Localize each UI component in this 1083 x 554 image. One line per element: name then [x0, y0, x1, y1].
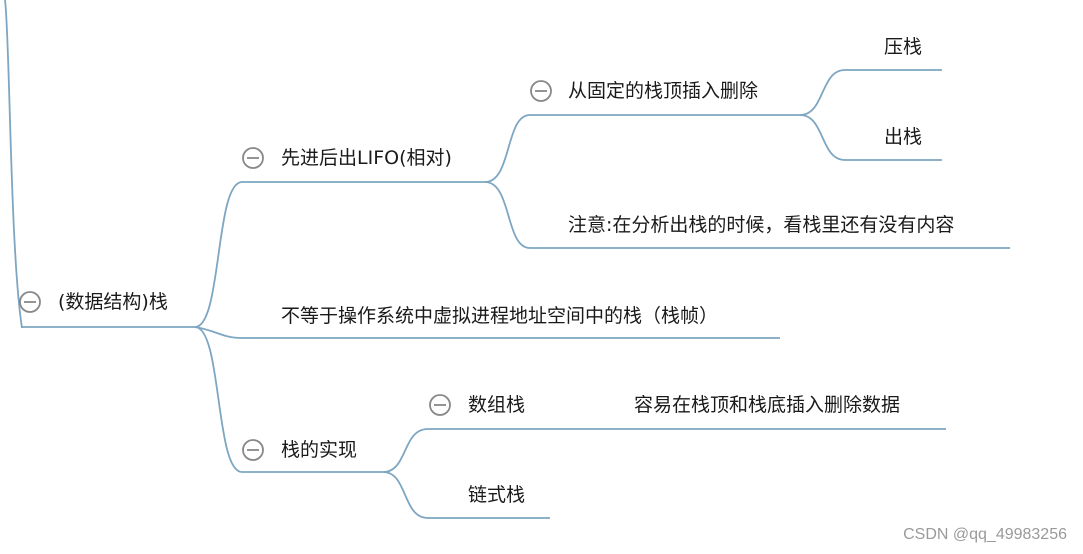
connector-impl-linked [382, 471, 429, 519]
connector-root-impl [194, 326, 243, 473]
connector-lifo-note [484, 181, 531, 249]
collapse-icon[interactable] [429, 394, 451, 416]
node-array-stack[interactable]: 数组栈 [468, 394, 526, 416]
node-not-equal[interactable]: 不等于操作系统中虚拟进程地址空间中的栈（栈帧） [281, 305, 719, 327]
node-note[interactable]: 注意:在分析出栈的时候，看栈里还有没有内容 [568, 214, 955, 236]
node-lifo[interactable]: 先进后出LIFO(相对) [281, 147, 452, 169]
connector-topops-push [799, 69, 846, 116]
connector-root-lifo [194, 181, 243, 328]
connector-root-notequal [194, 326, 243, 339]
watermark: CSDN @qq_49983256 [903, 526, 1067, 543]
connector-impl-array [382, 428, 429, 473]
node-root[interactable]: (数据结构)栈 [58, 291, 168, 313]
collapse-icon[interactable] [530, 80, 552, 102]
node-top-ops[interactable]: 从固定的栈顶插入删除 [568, 80, 759, 102]
node-pop[interactable]: 出栈 [884, 126, 923, 148]
node-array-note[interactable]: 容易在栈顶和栈底插入删除数据 [634, 394, 901, 416]
node-push[interactable]: 压栈 [884, 36, 923, 58]
collapse-icon[interactable] [242, 147, 264, 169]
node-linked-stack[interactable]: 链式栈 [468, 484, 526, 506]
collapse-icon[interactable] [19, 291, 41, 313]
node-impl[interactable]: 栈的实现 [281, 439, 358, 461]
root-edge-line [4, 0, 23, 329]
collapse-icons[interactable] [19, 80, 552, 461]
connector-topops-pop [799, 114, 846, 161]
connector-lifo-topops [484, 114, 531, 183]
collapse-icon[interactable] [242, 439, 264, 461]
